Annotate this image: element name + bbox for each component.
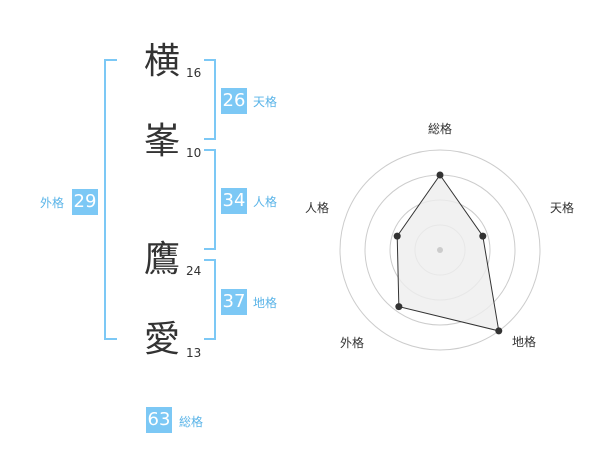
stroke-count-3: 24 xyxy=(186,264,202,278)
radar-axis-label-gaikaku: 外格 xyxy=(340,336,365,350)
jinkaku-score: 34 xyxy=(221,188,247,214)
radar-axis-label-tenkaku: 天格 xyxy=(550,201,575,215)
chikaku-label: 地格 xyxy=(253,296,278,310)
radar-axis-label-jinkaku: 人格 xyxy=(305,201,330,215)
tenkaku-score: 26 xyxy=(221,88,247,114)
chikaku-score: 37 xyxy=(221,289,247,315)
radar-polygon xyxy=(396,174,500,332)
radar-point-3 xyxy=(495,327,503,335)
gaikaku-score: 29 xyxy=(72,189,98,215)
radar-axis-label-soukaku: 総格 xyxy=(428,122,453,136)
name-char-4: 愛 xyxy=(143,319,180,360)
soukaku-score: 63 xyxy=(146,407,172,433)
radar-ring-4 xyxy=(339,149,541,351)
radar-center xyxy=(437,247,443,253)
radar-axis-label-chikaku: 地格 xyxy=(512,335,537,349)
chikaku-bracket xyxy=(204,259,216,340)
radar-point-1 xyxy=(436,171,444,179)
jinkaku-bracket xyxy=(204,149,216,250)
tenkaku-label: 天格 xyxy=(253,95,278,109)
radar-point-2 xyxy=(479,232,487,240)
stroke-count-1: 16 xyxy=(186,66,202,80)
radar-point-5 xyxy=(393,232,401,240)
name-char-3: 鷹 xyxy=(143,239,180,280)
name-char-1: 横 xyxy=(143,41,180,82)
stroke-count-4: 13 xyxy=(186,346,202,360)
name-char-2: 峯 xyxy=(143,121,180,162)
gaikaku-bracket xyxy=(104,59,117,340)
stroke-count-2: 10 xyxy=(186,146,202,160)
gaikaku-label: 外格 xyxy=(40,196,65,210)
tenkaku-bracket xyxy=(204,59,216,140)
soukaku-label: 総格 xyxy=(179,415,204,429)
radar-point-4 xyxy=(395,303,403,311)
jinkaku-label: 人格 xyxy=(253,195,278,209)
